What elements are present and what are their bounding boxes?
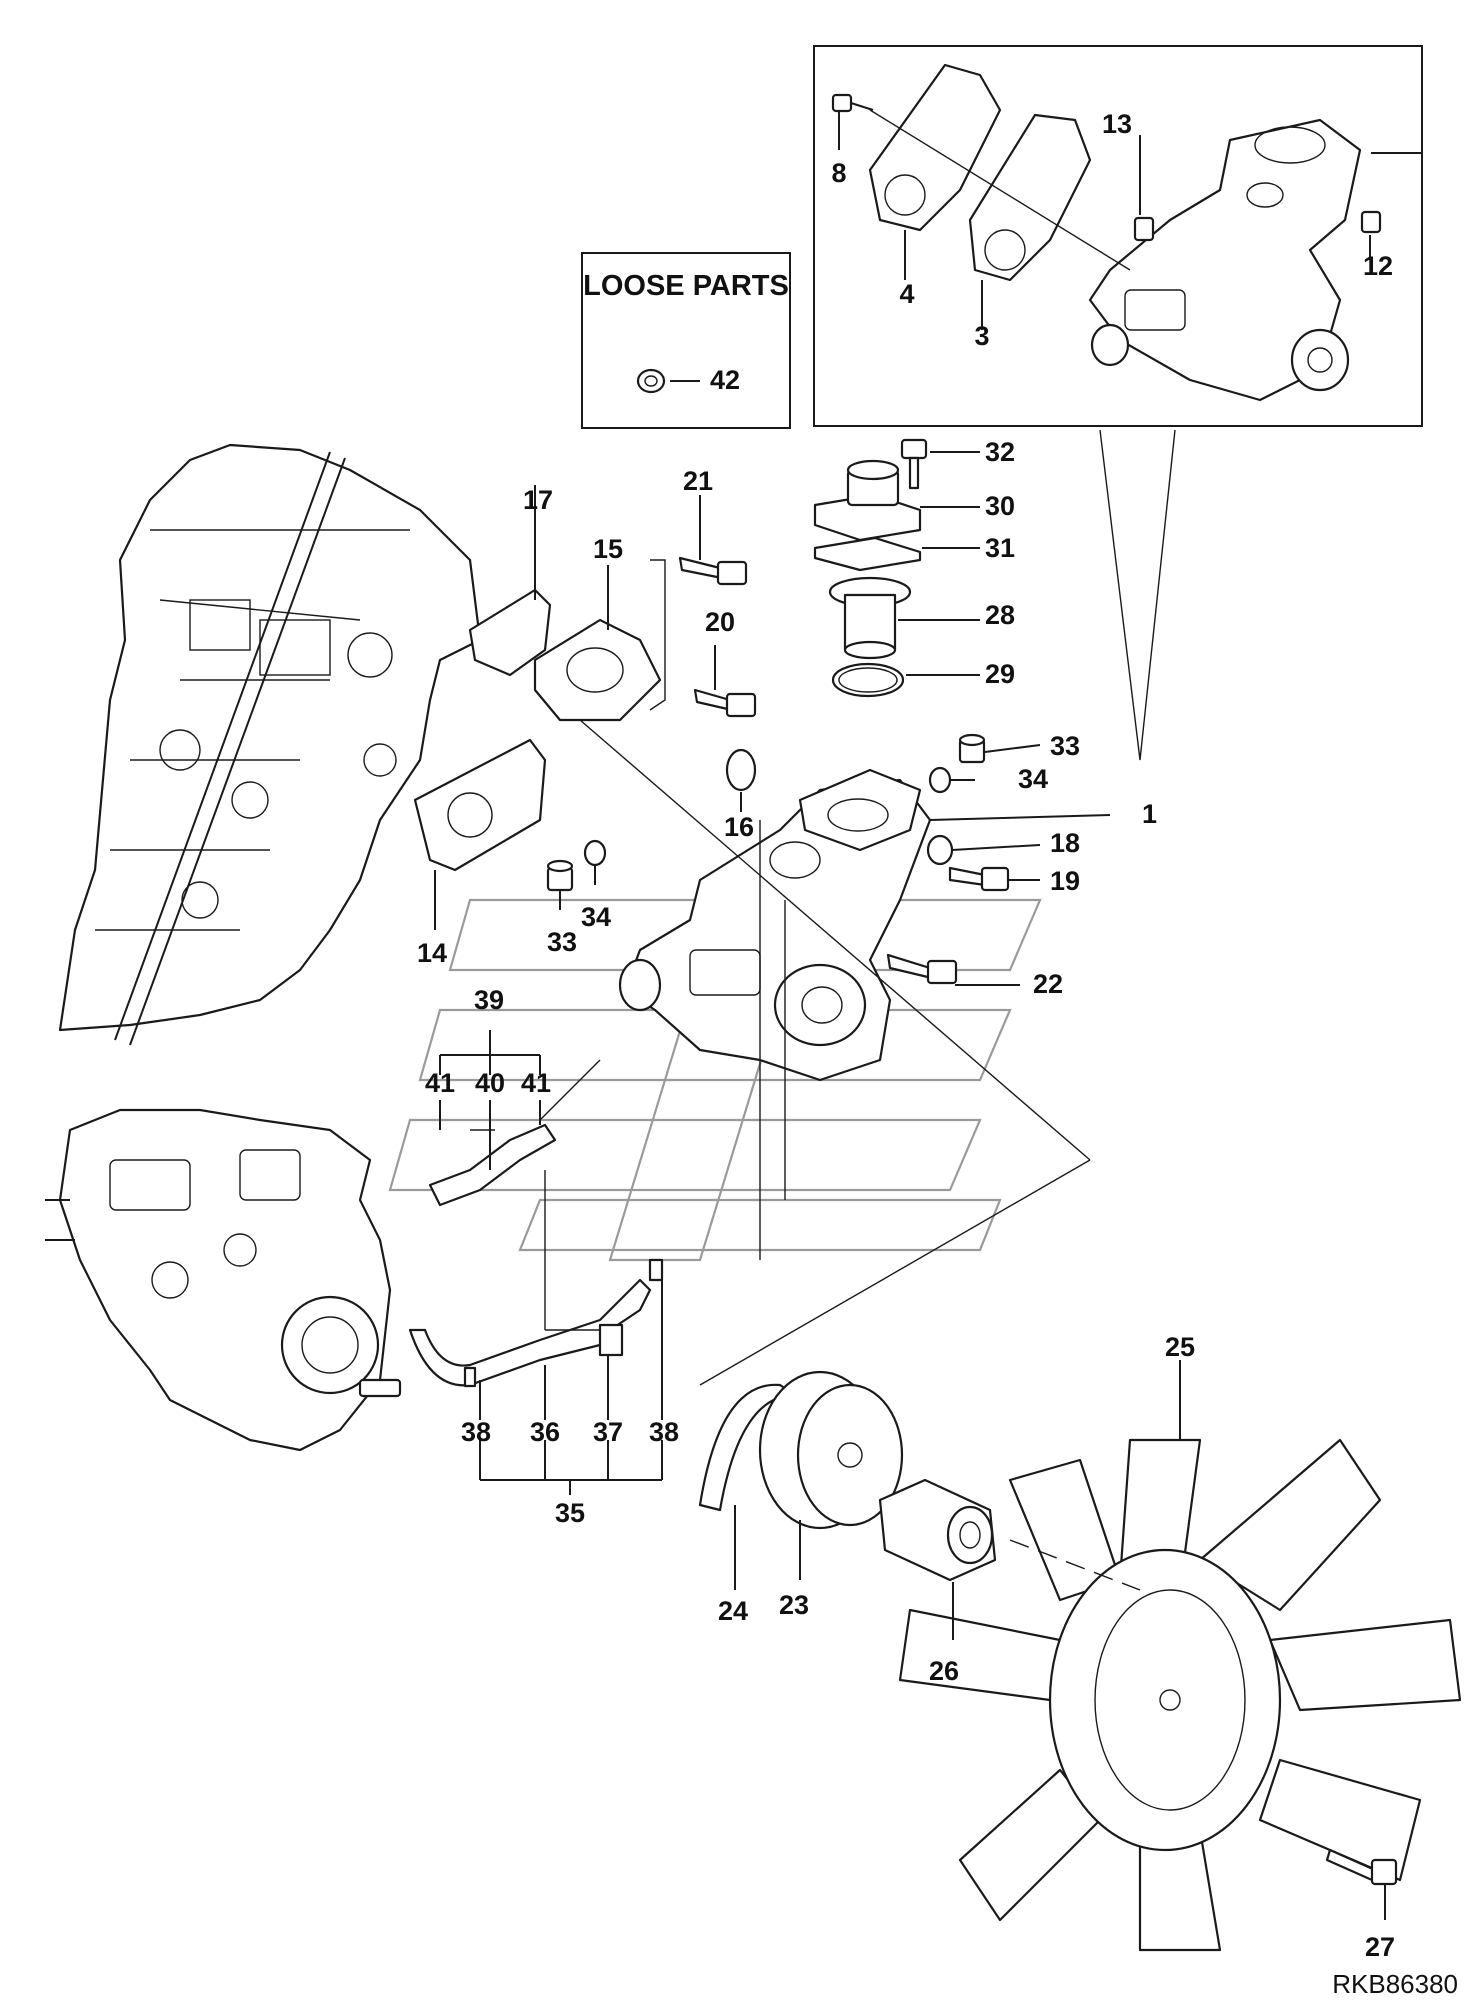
o-ring-29 — [831, 662, 905, 698]
callout-36: 36 — [530, 1417, 560, 1447]
callout-32: 32 — [985, 437, 1015, 467]
bolt-32 — [900, 438, 928, 490]
o-ring-16 — [725, 748, 757, 792]
plug-33-lower — [546, 859, 574, 892]
loose-part-item-label: 42 — [710, 365, 740, 395]
spacer-26 — [878, 1478, 997, 1582]
bolt-21 — [678, 556, 748, 586]
callout-16: 16 — [724, 812, 754, 842]
bolt-27 — [1325, 1848, 1398, 1886]
thermostat-cover-30 — [813, 459, 922, 542]
inset-pump-detail — [1088, 118, 1362, 402]
callout-17: 17 — [523, 485, 553, 515]
callout-3: 3 — [974, 321, 989, 351]
washer-34-lower — [583, 839, 607, 867]
callout-33-upper: 33 — [1050, 731, 1080, 761]
callout-30: 30 — [985, 491, 1015, 521]
callout-8: 8 — [831, 158, 846, 188]
callout-13: 13 — [1102, 109, 1132, 139]
callout-12: 12 — [1363, 251, 1393, 281]
callout-41-left: 41 — [425, 1068, 455, 1098]
callout-labels: 1 3 4 8 12 13 14 15 16 17 18 19 20 21 22… — [417, 109, 1395, 1962]
detail-inset-frame — [813, 45, 1423, 761]
washer-34-upper — [928, 766, 952, 794]
gasket-31 — [813, 536, 922, 572]
inset-plug-12 — [1360, 210, 1382, 234]
inset-gasket-4 — [868, 63, 1002, 232]
callout-29: 29 — [985, 659, 1015, 689]
clip-38-right — [648, 1258, 664, 1282]
loose-parts-box: LOOSE PARTS 42 — [581, 252, 791, 429]
callout-20: 20 — [705, 607, 735, 637]
callout-40: 40 — [475, 1068, 505, 1098]
inset-bolt-8 — [831, 93, 874, 113]
inset-gasket-3 — [968, 113, 1092, 282]
callout-31: 31 — [985, 533, 1015, 563]
callout-23: 23 — [779, 1590, 809, 1620]
callout-28: 28 — [985, 600, 1015, 630]
drawing-code: RKB86380 — [1332, 1969, 1458, 1999]
callout-38-left: 38 — [461, 1417, 491, 1447]
callout-27: 27 — [1365, 1932, 1395, 1962]
clip-37 — [598, 1323, 624, 1357]
cooling-fan-25 — [898, 1438, 1462, 1952]
leader-lines — [470, 719, 1141, 1591]
callout-41-right: 41 — [521, 1068, 551, 1098]
callout-35: 35 — [555, 1498, 585, 1528]
bolt-20 — [693, 688, 757, 718]
callout-37: 37 — [593, 1417, 623, 1447]
callout-21: 21 — [683, 466, 713, 496]
clip-38-left — [463, 1366, 477, 1388]
washer-18 — [926, 834, 954, 866]
inset-plug-13 — [1133, 216, 1155, 242]
callout-22: 22 — [1033, 969, 1063, 999]
loose-parts-title: LOOSE PARTS — [583, 270, 789, 302]
housing-15 — [533, 559, 666, 722]
bolt-22 — [886, 953, 958, 985]
callout-33-lower: 33 — [547, 927, 577, 957]
callout-25: 25 — [1165, 1332, 1195, 1362]
callout-19: 19 — [1050, 866, 1080, 896]
callout-4: 4 — [899, 279, 914, 309]
callout-34-upper: 34 — [1018, 764, 1048, 794]
thermostat-28 — [828, 576, 912, 660]
callout-1: 1 — [1142, 799, 1157, 829]
callout-34-lower: 34 — [581, 902, 611, 932]
plug-33-upper — [958, 733, 986, 764]
callout-39: 39 — [474, 985, 504, 1015]
callout-15: 15 — [593, 534, 623, 564]
callout-leaders — [434, 111, 1386, 1920]
callout-38-right: 38 — [649, 1417, 679, 1447]
hose-39 — [428, 1123, 557, 1207]
engine-block — [58, 443, 482, 1046]
pulley-23 — [758, 1370, 904, 1530]
callout-14: 14 — [417, 938, 447, 968]
callout-18: 18 — [1050, 828, 1080, 858]
callout-26: 26 — [929, 1656, 959, 1686]
injection-pump — [45, 1108, 402, 1452]
callout-24: 24 — [718, 1596, 748, 1626]
gasket-14 — [413, 738, 547, 872]
water-pump-body — [618, 768, 932, 1082]
bolt-19 — [948, 866, 1010, 892]
